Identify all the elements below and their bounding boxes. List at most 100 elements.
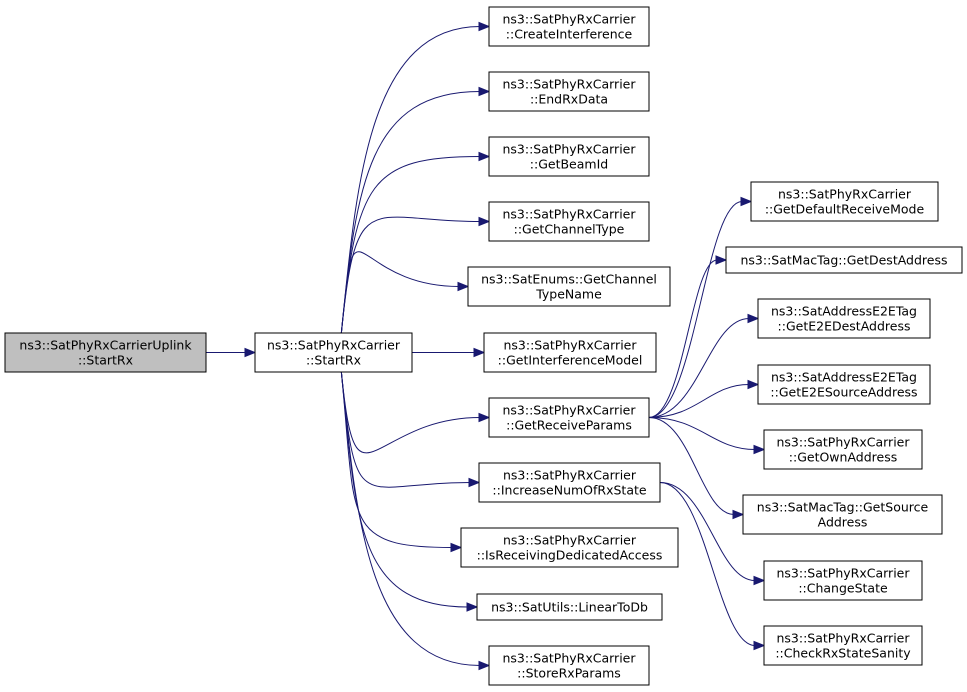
edge-arrowhead [468,477,481,488]
node-label-line: ns3::SatPhyRxCarrier [503,403,637,418]
node-box [488,6,650,47]
edge-arrowhead [747,313,760,324]
nodes-layer: ns3::SatPhyRxCarrierUplink::StartRxns3::… [4,6,963,686]
edge-arrowhead [753,640,766,651]
node-label-line: Address [818,515,868,530]
edge-startrx-to-getchanneltype [340,216,491,334]
edge-line [340,216,481,334]
edge-arrowhead [715,255,728,265]
node-gete2edestaddress[interactable]: ns3::SatAddressE2ETag::GetE2EDestAddress [757,298,931,339]
node-label-line: ::IncreaseNumOfRxState [492,483,646,498]
node-label-line: ns3::SatPhyRxCarrier [778,187,912,202]
edge-increasenumofrxstate-to-checkrxstatesanity [659,482,766,651]
node-label-line: ns3::SatAddressE2ETag [771,370,917,385]
node-getbeamid[interactable]: ns3::SatPhyRxCarrier::GetBeamId [488,136,650,177]
node-increasenumofrxstate[interactable]: ns3::SatPhyRxCarrier::IncreaseNumOfRxSta… [478,462,661,503]
edge-arrowhead [753,444,766,455]
node-storerxparams[interactable]: ns3::SatPhyRxCarrier::StoreRxParams [488,645,650,686]
node-label-line: ns3::SatPhyRxCarrierUplink [19,338,192,353]
node-box [476,593,663,621]
edge-line [648,417,756,450]
node-label-line: ::EndRxData [530,92,608,107]
node-gete2esourceaddress[interactable]: ns3::SatAddressE2ETag::GetE2ESourceAddre… [757,364,931,405]
node-label-line: ns3::SatPhyRxCarrier [503,207,637,222]
edge-getreceiveparams-to-getownaddress [648,417,766,455]
edge-startrx-to-lineartodb [340,371,479,612]
node-label-line: ::GetBeamId [530,157,608,172]
edge-getreceiveparams-to-getsourceaddress [648,417,745,520]
edge-line [648,201,743,418]
node-checkrxstatesanity[interactable]: ns3::SatPhyRxCarrier::CheckRxStateSanity [763,625,923,666]
node-label-line: ns3::SatPhyRxCarrier [503,651,637,666]
node-label-line: ns3::SatPhyRxCarrier [503,12,637,27]
node-label-line: ns3::SatPhyRxCarrier [503,77,637,92]
node-box [488,397,650,438]
node-getownaddress[interactable]: ns3::SatPhyRxCarrier::GetOwnAddress [763,429,923,470]
edge-line [340,371,481,666]
node-lineartodb[interactable]: ns3::SatUtils::LinearToDb [476,593,663,621]
node-getdestaddress[interactable]: ns3::SatMacTag::GetDestAddress [725,246,963,274]
node-endrxdata[interactable]: ns3::SatPhyRxCarrier::EndRxData [488,71,650,112]
node-createinterference[interactable]: ns3::SatPhyRxCarrier::CreateInterference [488,6,650,47]
edge-startrx-to-getinterferencemodel [412,347,486,358]
edge-line [340,371,471,488]
node-box [750,181,939,222]
edge-getreceiveparams-to-gete2edestaddress [648,313,760,418]
node-label-line: ns3::SatPhyRxCarrier [777,631,911,646]
node-isreceivingdedicatedaccess[interactable]: ns3::SatPhyRxCarrier::IsReceivingDedicat… [460,527,679,568]
edge-line [340,371,481,454]
node-label-line: ::GetReceiveParams [506,418,632,433]
node-box [757,298,931,339]
edge-line [648,384,750,418]
node-label-line: ::GetE2ESourceAddress [770,385,917,400]
edge-arrowhead [478,21,491,32]
edge-getreceiveparams-to-getdefaultreceivemode [648,196,753,418]
edge-line [648,259,718,418]
node-label-line: ::StartRx [78,353,133,368]
node-box [742,494,943,535]
edge-root-to-startrx [206,347,257,358]
node-root[interactable]: ns3::SatPhyRxCarrierUplink::StartRx [4,332,207,373]
node-changestate[interactable]: ns3::SatPhyRxCarrier::ChangeState [763,560,923,601]
node-label-line: ::CheckRxStateSanity [775,646,911,661]
node-label-line: ns3::SatPhyRxCarrier [503,468,637,483]
node-getdefaultreceivemode[interactable]: ns3::SatPhyRxCarrier::GetDefaultReceiveM… [750,181,939,222]
edge-arrowhead [478,151,491,162]
node-label-line: ns3::SatPhyRxCarrier [267,338,401,353]
node-label-line: ::GetDefaultReceiveMode [765,202,925,217]
edge-arrowhead [740,196,753,207]
node-box [467,266,671,307]
node-label-line: ns3::SatAddressE2ETag [771,304,917,319]
node-startrx[interactable]: ns3::SatPhyRxCarrier::StartRx [254,332,413,373]
node-getreceiveparams[interactable]: ns3::SatPhyRxCarrier::GetReceiveParams [488,397,650,438]
node-box [488,71,650,112]
node-label-line: ::IsReceivingDedicatedAccess [477,548,663,563]
node-label-line: ns3::SatPhyRxCarrier [503,533,637,548]
edge-getreceiveparams-to-getdestaddress [648,255,728,418]
node-getinterferencemodel[interactable]: ns3::SatPhyRxCarrier::GetInterferenceMod… [483,332,657,373]
node-label-line: ns3::SatPhyRxCarrier [503,142,637,157]
node-box [254,332,413,373]
edge-arrowhead [466,602,479,612]
edge-arrowhead [478,660,491,671]
node-label-line: ::GetChannelType [514,222,625,237]
node-label-line: ::GetInterferenceModel [498,353,643,368]
node-box [483,332,657,373]
edge-startrx-to-getreceiveparams [340,371,491,454]
node-box [478,462,661,503]
node-box [757,364,931,405]
node-label-line: ns3::SatEnums::GetChannel [481,272,657,287]
node-label-line: ns3::SatPhyRxCarrier [777,566,911,581]
edge-startrx-to-storerxparams [340,371,491,671]
node-label-line: ns3::SatMacTag::GetSource [757,500,929,515]
edge-line [659,482,756,581]
edge-line [340,371,453,548]
node-label-line: ns3::SatMacTag::GetDestAddress [741,253,948,268]
edges-layer [206,21,766,671]
node-getchanneltype[interactable]: ns3::SatPhyRxCarrier::GetChannelType [488,201,650,242]
edge-arrowhead [478,86,491,97]
edge-arrowhead [457,281,470,292]
node-label-line: ::ChangeState [798,581,888,596]
